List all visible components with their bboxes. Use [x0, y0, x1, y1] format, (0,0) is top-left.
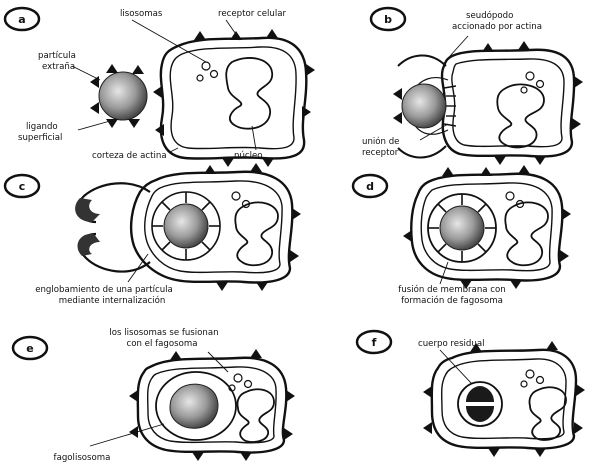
label-seudopodo: seudópodo: [466, 10, 513, 21]
label-los-lisosomas-se-fusionan: los lisosomas se fusionan: [109, 328, 218, 338]
label-fagolisosoma: fagolisosoma: [54, 453, 111, 463]
panel-c-letter: c: [19, 180, 26, 193]
nucleus: [237, 389, 274, 442]
label-formacion-de-fagosoma: formación de fagosoma: [401, 295, 503, 306]
nucleus: [226, 58, 272, 129]
panel-c: c: [5, 163, 301, 306]
lysosomes: [521, 370, 544, 387]
lysosomes: [197, 62, 218, 81]
label-mediante-internalizacion: mediante internalización: [59, 295, 166, 306]
panel-f-badge: f: [357, 331, 391, 353]
panel-b-badge: b: [371, 8, 405, 30]
foreign-particle: [440, 206, 484, 250]
residual-body: [458, 382, 502, 426]
panel-a-letter: a: [18, 13, 25, 26]
label-ligando: ligando: [26, 122, 58, 132]
panel-e-letter: e: [26, 342, 33, 355]
panel-e-badge: e: [13, 337, 47, 359]
nucleus: [235, 202, 278, 265]
actin-cortex: [452, 59, 564, 147]
panel-d-leader: [440, 262, 448, 284]
panel-e: e los lisosomas se fusio: [13, 328, 295, 463]
panel-b-letter: b: [384, 13, 392, 26]
label-superficial: superficial: [18, 133, 62, 143]
foreign-particle: [393, 84, 446, 128]
label-particula: partícula: [38, 51, 76, 61]
label-union-de: unión de: [362, 136, 399, 147]
label-corteza-de-actina: corteza de actina: [92, 151, 167, 161]
label-fusion-de-membrana: fusión de membrana con: [398, 284, 505, 295]
panel-b: b: [362, 8, 583, 165]
nucleus: [497, 84, 544, 147]
label-con-el-fagosoma: con el fagosoma: [127, 339, 198, 349]
nucleus: [505, 202, 548, 265]
panel-d-letter: d: [366, 180, 374, 193]
cell-receptors: [153, 29, 315, 167]
actin-cortex: [442, 359, 566, 439]
phagosome: [428, 194, 496, 262]
panel-c-leader: [128, 254, 148, 282]
cell-membrane: [442, 50, 574, 157]
lysosomes: [229, 374, 252, 391]
foreign-particle: [90, 64, 147, 128]
panel-a: a: [5, 8, 315, 167]
panel-c-badge: c: [5, 175, 39, 197]
label-nucleo: núcleo: [234, 151, 263, 161]
forming-phagosome: [152, 192, 220, 260]
lysosomes: [521, 72, 544, 93]
label-cuerpo-residual: cuerpo residual: [418, 339, 485, 349]
label-extrana: extraña: [42, 62, 75, 72]
foreign-particle: [164, 204, 208, 248]
cell-membrane: [161, 38, 306, 159]
degraded-particle: [170, 384, 218, 428]
nucleus: [529, 387, 566, 440]
panel-a-badge: a: [5, 8, 39, 30]
label-receptor-celular: receptor celular: [218, 9, 286, 19]
phagolysosome: [156, 372, 236, 440]
label-englobamiento: englobamiento de una partícula: [35, 285, 173, 295]
panel-f-letter: f: [372, 336, 377, 349]
panel-d: d: [353, 165, 571, 306]
label-lisosomas: lisosomas: [120, 9, 163, 19]
panel-d-badge: d: [353, 175, 387, 197]
label-accionado-por-actina: accionado por actina: [452, 22, 542, 32]
label-receptor: receptor: [362, 148, 399, 158]
cell-membrane: [131, 172, 292, 283]
panel-f: f cuerpo residual: [357, 331, 585, 457]
